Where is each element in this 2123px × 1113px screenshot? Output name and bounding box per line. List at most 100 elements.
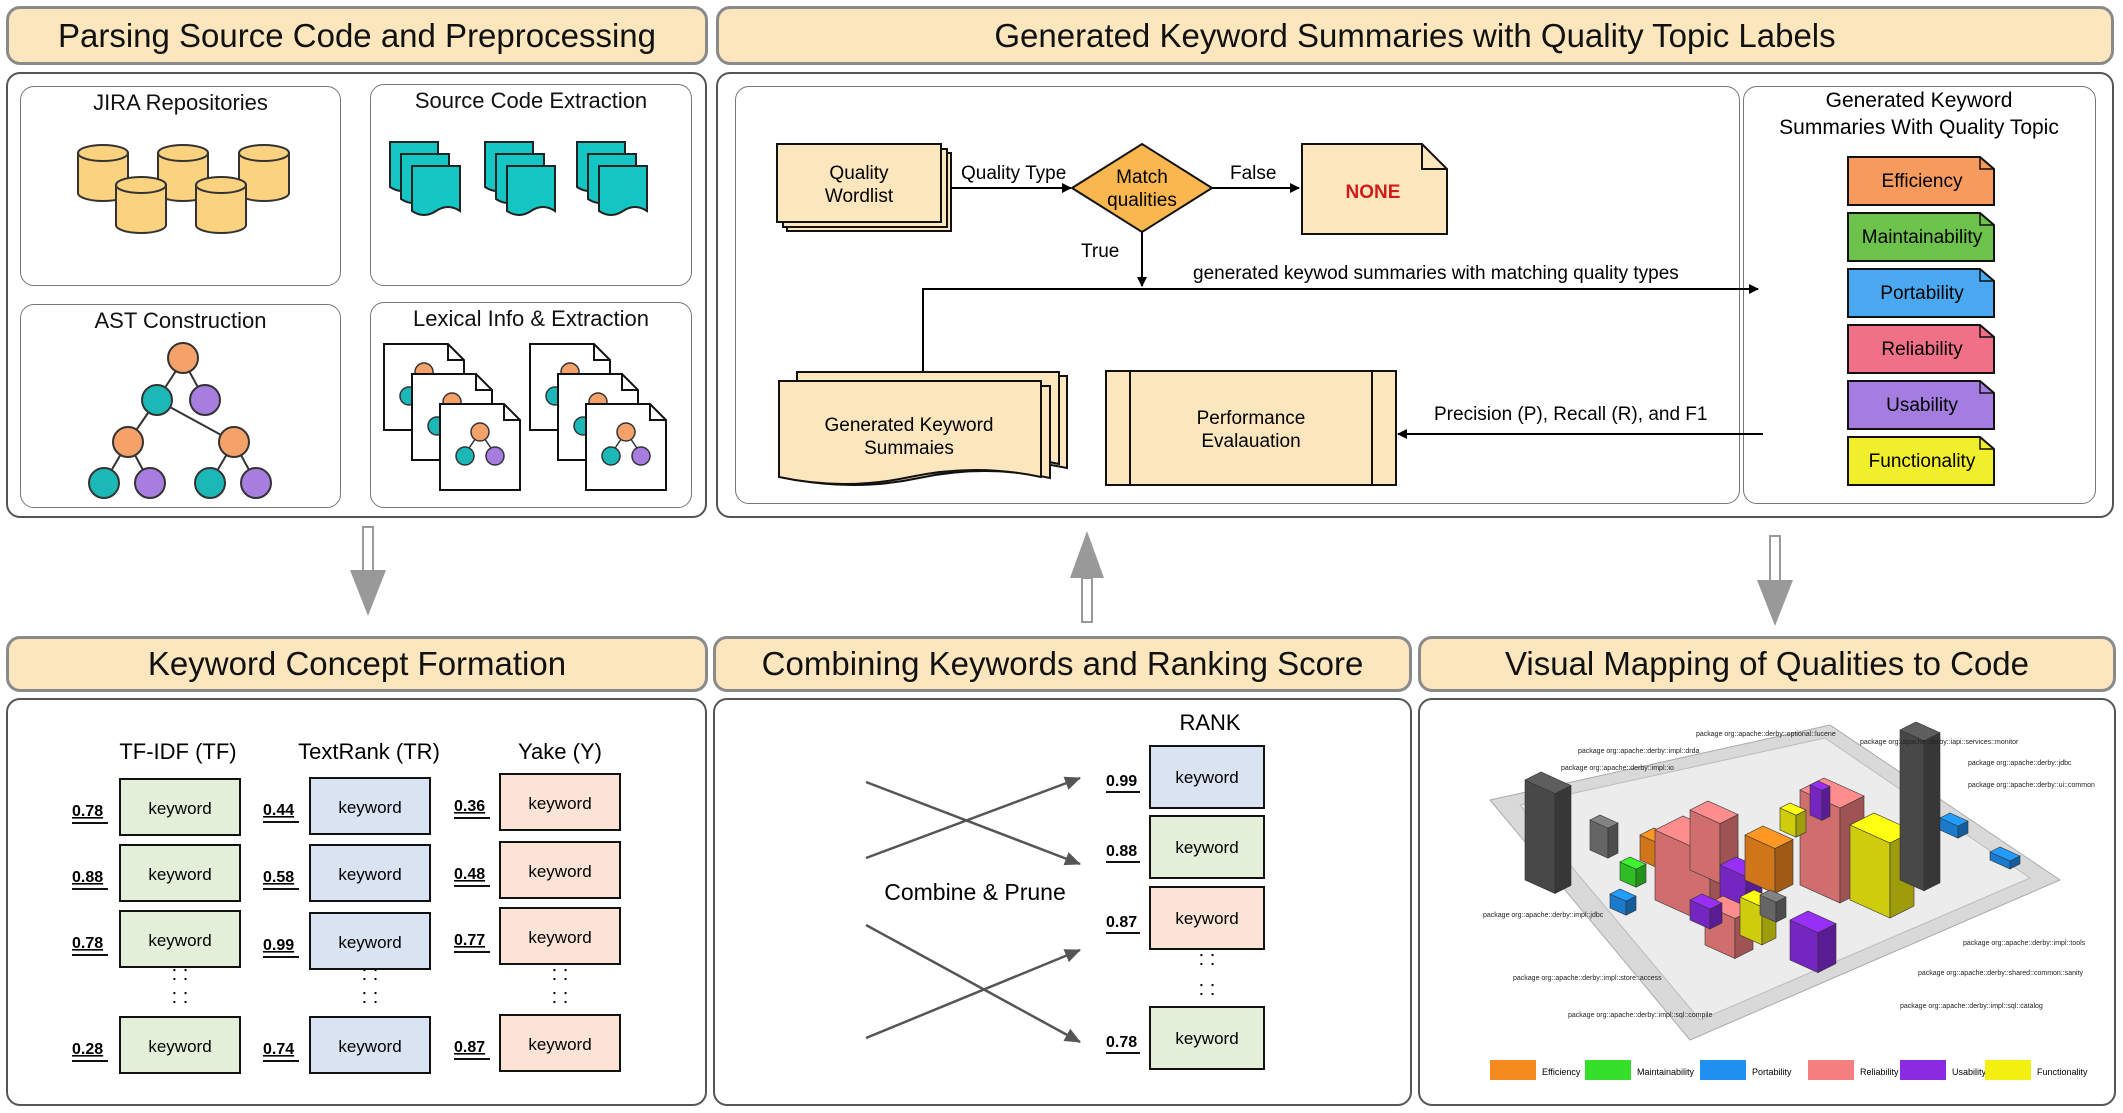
ranked-score: 0.87	[1106, 914, 1137, 931]
ranked-keywords: keyword0.99keyword0.88keyword0.87keyword…	[1106, 745, 1265, 1070]
legend-swatch	[1585, 1060, 1631, 1080]
rank-ellipsis: : :	[1199, 948, 1216, 970]
building-block	[1899, 721, 1941, 892]
keyword-ellipsis: : :	[552, 986, 569, 1008]
header-generated: Generated Keyword Summaries with Quality…	[716, 6, 2114, 65]
topic-label-efficiency: Efficiency	[1847, 156, 1995, 206]
rank-ellipsis: : :	[1199, 978, 1216, 1000]
keyword-box	[309, 1016, 431, 1074]
keyword-box	[119, 1016, 241, 1074]
header-keyword-formation: Keyword Concept Formation	[6, 636, 708, 692]
database-icon	[195, 176, 247, 234]
flow-down-arrow-left	[350, 526, 386, 616]
building-block	[1809, 780, 1831, 821]
legend-item-efficiency: Efficiency	[1490, 1060, 1581, 1080]
code-city-visualization: package org::apache::derby::optional::lu…	[1483, 721, 2095, 1041]
ranked-score: 0.88	[1106, 843, 1137, 860]
building-block	[1619, 856, 1647, 888]
performance-line1: Performance	[1197, 408, 1306, 429]
legend-swatch	[1900, 1060, 1946, 1080]
legend-label: Functionality	[2037, 1067, 2088, 1077]
keyword-box	[119, 844, 241, 902]
combine-prune-label: Combine & Prune	[884, 879, 1066, 905]
package-label: package org::apache::derby::impl::io	[1561, 765, 1674, 772]
performance-line2: Evalauation	[1201, 431, 1300, 452]
summaries-line2: Summaies	[864, 438, 954, 459]
legend-item-usability: Usability	[1900, 1060, 1987, 1080]
header-keyword-formation-text: Keyword Concept Formation	[147, 645, 567, 682]
keyword-box	[309, 777, 431, 835]
legend-label: Usability	[1952, 1067, 1987, 1077]
building-block	[1744, 825, 1794, 894]
metrics-label: Precision (P), Recall (R), and F1	[1434, 404, 1707, 425]
keyword-text: keyword	[338, 1037, 401, 1056]
match-line2: qualities	[1107, 190, 1177, 211]
building-block	[1759, 889, 1787, 923]
keyword-score: 0.48	[454, 866, 485, 883]
legend-label: Portability	[1752, 1067, 1792, 1077]
flow-down-arrow-right	[1757, 535, 1793, 626]
keyword-box	[499, 841, 621, 899]
legend-swatch	[1985, 1060, 2031, 1080]
match-line1: Match	[1116, 167, 1168, 188]
keyword-text: keyword	[338, 865, 401, 884]
legend-swatch	[1490, 1060, 1536, 1080]
header-visual-mapping-text: Visual Mapping of Qualities to Code	[1504, 645, 2030, 682]
building-block	[1989, 846, 2021, 870]
source-file-icons	[389, 141, 648, 216]
package-label: package org::apache::derby::iapi::servic…	[1860, 739, 2019, 746]
keyword-text: keyword	[1175, 909, 1238, 928]
summaries-line1: Generated Keyword	[825, 415, 994, 436]
keyword-box	[499, 773, 621, 831]
false-label: False	[1230, 163, 1276, 184]
ranked-keyword-box	[1149, 745, 1265, 809]
keyword-ellipsis: : :	[172, 963, 189, 985]
keyword-box	[309, 844, 431, 902]
keyword-box	[309, 912, 431, 970]
keyword-text: keyword	[528, 928, 591, 947]
building-block	[1609, 888, 1637, 916]
keyword-text: keyword	[1175, 838, 1238, 857]
building-block	[1939, 812, 1969, 839]
topic-text: Usability	[1886, 395, 1958, 416]
package-label: package org::apache::derby::shared::comm…	[1918, 970, 2083, 977]
keyword-score: 0.44	[263, 802, 294, 819]
keyword-column-title: TF-IDF (TF)	[119, 739, 236, 764]
rank-title: RANK	[1179, 710, 1240, 735]
topic-text: Portability	[1880, 283, 1964, 304]
quality-wordlist-shape: Quality Wordlist	[776, 143, 952, 232]
package-label: package org::apache::derby::impl::sql::c…	[1900, 1003, 2043, 1010]
keyword-text: keyword	[338, 933, 401, 952]
keyword-text: keyword	[528, 1035, 591, 1054]
lexical-title: Lexical Info & Extraction	[412, 306, 649, 331]
none-label: NONE	[1346, 182, 1401, 203]
package-label: package org::apache::derby::ui::common	[1968, 782, 2095, 789]
document-stack-icon	[484, 141, 556, 216]
keyword-score: 0.36	[454, 798, 485, 815]
ranked-score: 0.99	[1106, 773, 1137, 790]
header-parsing-text: Parsing Source Code and Preprocessing	[57, 16, 656, 54]
summaries-to-topics-arrow	[922, 284, 1759, 378]
legend-item-functionality: Functionality	[1985, 1060, 2088, 1080]
document-stack-icon	[389, 141, 461, 216]
legend-item-portability: Portability	[1700, 1060, 1792, 1080]
keyword-column-title: Yake (Y)	[518, 739, 602, 764]
match-qualities-decision: Match qualities	[1070, 142, 1214, 234]
header-generated-text: Generated Keyword Summaries with Quality…	[994, 16, 1836, 54]
keyword-text: keyword	[148, 799, 211, 818]
legend-label: Reliability	[1860, 1067, 1899, 1077]
legend-swatch	[1808, 1060, 1854, 1080]
package-label: package org::apache::derby::impl::drda	[1578, 748, 1700, 755]
topics-title-line2: Summaries With Quality Topic	[1779, 116, 2059, 139]
package-label: package org::apache::derby::impl::tools	[1963, 940, 2086, 947]
none-result-shape: NONE	[1301, 143, 1448, 235]
ranked-keyword-box	[1149, 886, 1265, 950]
ranked-keyword-box	[1149, 815, 1265, 879]
header-combining: Combining Keywords and Ranking Score	[713, 636, 1412, 692]
topic-text: Maintainability	[1862, 227, 1983, 248]
document-tree-icon	[585, 403, 667, 491]
header-combining-text: Combining Keywords and Ranking Score	[761, 645, 1364, 682]
matching-arrow-label: generated keywod summaries with matching…	[1193, 263, 1679, 284]
